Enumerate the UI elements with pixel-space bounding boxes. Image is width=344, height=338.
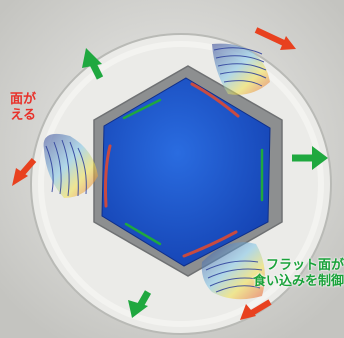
arrow-green-top-left [82,48,104,80]
stress-field-bottom-right [201,242,265,300]
arrow-green-bottom-left [128,290,152,318]
stress-field-top-right [212,43,270,95]
label-flat-face-control: フラット面が 食い込みを制御 [252,258,344,289]
arrow-red-left [12,158,37,186]
label-corner-contact: 面が える [9,92,36,123]
arrow-red-bottom-right [240,299,272,320]
arrow-red-top-right [254,27,296,50]
hex-inner [101,77,271,267]
socket-ring-inner-shade [38,41,324,327]
contact-strips [104,82,264,258]
arrow-green-right [292,146,328,170]
stress-field-left [43,133,98,198]
